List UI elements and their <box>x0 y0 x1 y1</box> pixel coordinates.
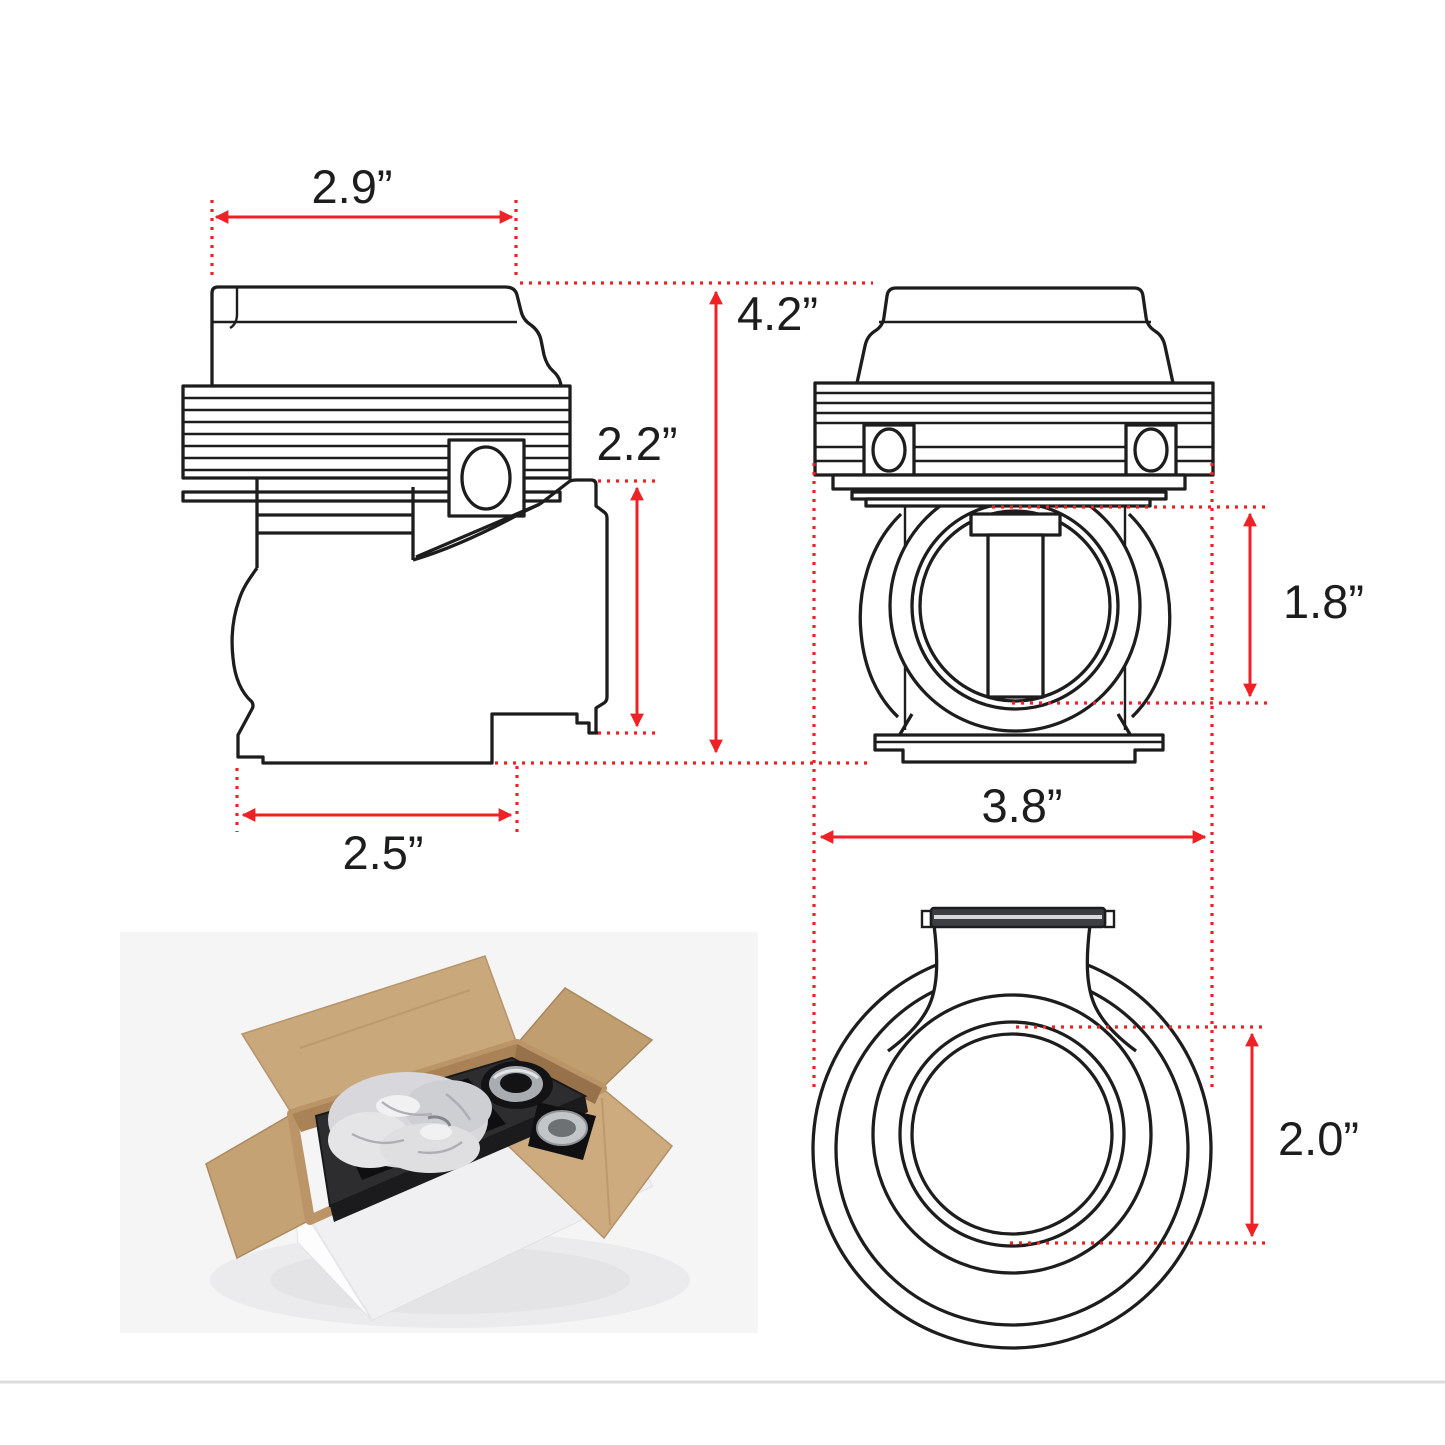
dim-label-overall-height: 4.2” <box>737 287 818 340</box>
front-bolt-hole-left <box>871 427 907 473</box>
front-valve-stem-cap <box>969 512 1062 537</box>
dim-label-outlet-flange-height: 2.2” <box>597 417 678 470</box>
side-actuator-cap <box>210 285 563 388</box>
dim-label-outlet-bore: 2.0” <box>1278 1112 1359 1165</box>
bottom-view-drawing <box>811 906 1213 1350</box>
bottom-bore-inner <box>910 1032 1114 1236</box>
side-volute-body <box>230 567 598 765</box>
side-view-drawing <box>181 285 609 765</box>
front-view-drawing <box>813 286 1215 764</box>
side-outlet-flange <box>538 478 609 733</box>
front-base-flange <box>873 733 1165 764</box>
dimension-annotations: 2.9” 4.2” 2.2” 2.5” 3.8” 1.8” 2.0” <box>210 160 1364 1245</box>
side-port-boss <box>447 438 526 518</box>
packaging-photo <box>120 932 758 1333</box>
side-port-hole <box>460 445 512 511</box>
front-valve-stem <box>986 533 1045 699</box>
dim-label-overall-width: 3.8” <box>982 779 1063 832</box>
front-actuator-cap <box>855 286 1175 385</box>
dim-label-valve-opening: 1.8” <box>1283 575 1364 628</box>
bottom-middle-circle <box>871 993 1153 1275</box>
bottom-bore-outer <box>898 1020 1126 1248</box>
dim-label-cap-width: 2.9” <box>312 160 393 213</box>
plastic-wrapped-part <box>328 1072 492 1173</box>
front-bolt-hole-right <box>1133 427 1169 473</box>
dim-label-base-width: 2.5” <box>343 826 424 879</box>
